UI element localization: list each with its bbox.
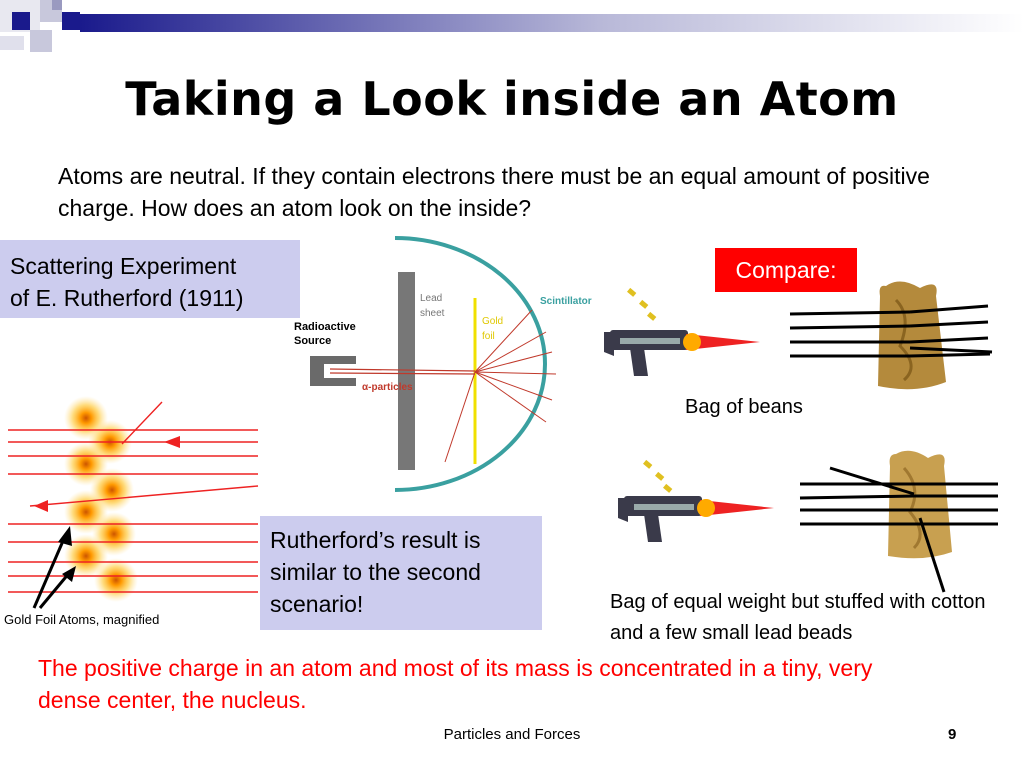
gold-atoms-caption: Gold Foil Atoms, magnified <box>4 612 159 627</box>
rutherford-apparatus-diagram: Radioactive Source Lead sheet Gold foil … <box>294 236 592 492</box>
diagram-label-foil: foil <box>482 331 495 342</box>
lead-sheet <box>398 272 415 470</box>
shell-casings-icon-2 <box>643 459 673 493</box>
gold-foil-atoms-diagram: Gold Foil Atoms, magnified <box>4 396 259 627</box>
gold-atoms <box>64 396 138 602</box>
arrow-left-2 <box>34 500 48 512</box>
intro-text: Atoms are neutral. If they contain elect… <box>58 163 930 221</box>
result-line3: scenario! <box>270 591 364 617</box>
conclusion-text: The positive charge in an atom and most … <box>38 655 873 713</box>
diagram-label-alpha: α-particles <box>362 382 413 393</box>
gun-icon-2 <box>618 496 702 542</box>
diagram-label-source: Source <box>294 335 331 347</box>
slide-title: Taking a Look inside an Atom <box>125 72 899 126</box>
experiment-label-line1: Scattering Experiment <box>10 253 237 279</box>
diagram-label-sheet: sheet <box>420 308 445 319</box>
bag-of-beans-icon <box>878 281 946 390</box>
diagram-label-gold: Gold <box>482 316 503 327</box>
cotton-caption: Bag of equal weight but stuffed with cot… <box>610 591 986 644</box>
arrow-left-1 <box>164 436 180 448</box>
scenario-beans-illustration <box>604 281 993 390</box>
shell-casings-icon <box>627 287 657 321</box>
gun-icon <box>604 330 688 376</box>
alpha-particle-paths <box>8 401 259 593</box>
compare-label: Compare: <box>715 248 857 292</box>
result-line1: Rutherford’s result is <box>270 527 481 553</box>
title-gradient-bar <box>80 14 1024 32</box>
experiment-label-line2: of E. Rutherford (1911) <box>10 285 244 311</box>
scattered-rays <box>444 309 557 463</box>
result-line2: similar to the second <box>270 559 481 585</box>
diagram-label-scintillator: Scintillator <box>540 296 592 307</box>
result-box: Rutherford’s result is similar to the se… <box>260 516 542 630</box>
diagram-label-radioactive: Radioactive <box>294 321 356 333</box>
page-number: 9 <box>948 726 957 743</box>
pointer-arrows <box>32 533 72 609</box>
footer-text: Particles and Forces <box>443 726 581 743</box>
beans-caption: Bag of beans <box>685 396 803 418</box>
beans-trajectory-lines <box>789 304 993 358</box>
experiment-label: Scattering Experiment of E. Rutherford (… <box>0 240 300 318</box>
scintillator-screen <box>394 236 547 492</box>
scenario-cotton-illustration <box>618 450 998 593</box>
cotton-bag-icon <box>888 450 952 559</box>
bullet-flame-icon-2 <box>700 500 774 516</box>
bullet-flame-icon <box>686 334 760 350</box>
diagram-label-lead: Lead <box>420 293 442 304</box>
cotton-trajectory-lines <box>799 466 998 593</box>
